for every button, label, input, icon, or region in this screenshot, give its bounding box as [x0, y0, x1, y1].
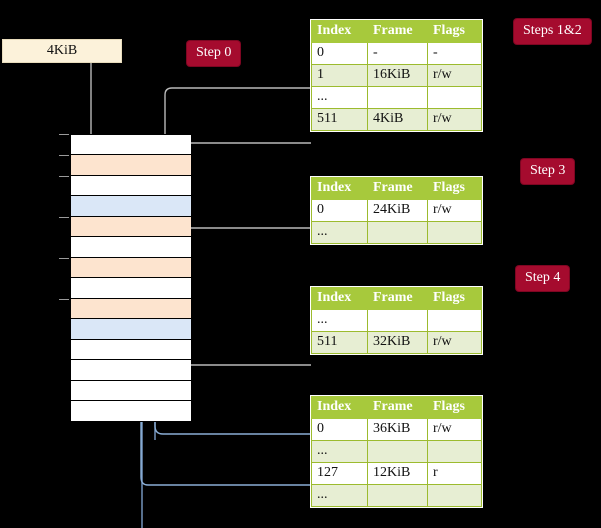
memory-frame-5	[71, 237, 191, 258]
cell-frame: 4KiB	[367, 108, 428, 131]
column-header-index: Index	[311, 287, 368, 310]
cell-frame: 36KiB	[367, 418, 428, 441]
table-row: 0--	[311, 42, 482, 65]
memory-frame-2	[71, 176, 191, 196]
cell-flags	[427, 86, 482, 109]
column-header-frame: Frame	[367, 396, 428, 419]
column-header-index: Index	[311, 396, 368, 419]
column-header-frame: Frame	[367, 20, 428, 43]
cell-frame: 32KiB	[367, 331, 428, 354]
memory-tick-5	[59, 299, 69, 300]
column-header-flags: Flags	[427, 177, 482, 200]
cell-index: ...	[311, 86, 368, 109]
badge-steps-1-2: Steps 1&2	[514, 19, 591, 44]
memory-frame-12	[71, 381, 191, 401]
column-header-index: Index	[311, 20, 368, 43]
memory-tick-4	[59, 258, 69, 259]
source-page-box: 4KiB	[2, 39, 122, 63]
memory-tick-0	[59, 134, 69, 135]
cell-flags	[427, 221, 482, 244]
cell-flags: r/w	[427, 64, 482, 87]
memory-frame-10	[71, 340, 191, 360]
cell-index: ...	[311, 221, 368, 244]
cell-flags: r/w	[427, 418, 482, 441]
cell-flags	[427, 440, 482, 463]
badge-step-4: Step 4	[516, 266, 570, 291]
cell-flags: r	[427, 462, 482, 485]
cell-index: ...	[311, 309, 368, 332]
cell-index: 511	[311, 331, 368, 354]
table-row: ...	[311, 221, 482, 244]
cell-flags	[427, 309, 482, 332]
table-row: ...	[311, 86, 482, 109]
cell-index: 127	[311, 462, 368, 485]
table-row: ...	[311, 309, 482, 332]
memory-frame-7	[71, 278, 191, 299]
column-header-flags: Flags	[427, 396, 482, 419]
memory-tick-1	[59, 155, 69, 156]
memory-frame-1	[71, 155, 191, 176]
memory-frame-8	[71, 299, 191, 319]
memory-tick-2	[59, 176, 69, 177]
cell-index: 1	[311, 64, 368, 87]
column-header-flags: Flags	[427, 287, 482, 310]
cell-index: 0	[311, 418, 368, 441]
badge-step-3: Step 3	[521, 159, 575, 184]
column-header-flags: Flags	[427, 20, 482, 43]
wire-table4-row127-to-memory	[140, 415, 311, 486]
memory-frame-6	[71, 258, 191, 278]
cell-frame: -	[367, 42, 428, 65]
memory-frame-11	[71, 360, 191, 381]
badge-step-0: Step 0	[187, 41, 241, 66]
cell-index: 0	[311, 199, 368, 222]
memory-frame-13	[71, 401, 191, 422]
column-header-index: Index	[311, 177, 368, 200]
cell-flags: r/w	[427, 199, 482, 222]
cell-index: ...	[311, 440, 368, 463]
cell-frame	[367, 484, 428, 507]
memory-tick-3	[59, 217, 69, 218]
cell-flags: r/w	[427, 108, 482, 131]
cell-flags: -	[427, 42, 482, 65]
column-header-frame: Frame	[367, 177, 428, 200]
cell-frame	[367, 440, 428, 463]
cell-frame: 16KiB	[367, 64, 428, 87]
memory-frame-3	[71, 196, 191, 217]
cell-index: 511	[311, 108, 368, 131]
cell-flags	[427, 484, 482, 507]
memory-frame-4	[71, 217, 191, 237]
table-row: ...	[311, 484, 482, 507]
cell-index: 0	[311, 42, 368, 65]
cell-frame	[367, 221, 428, 244]
physical-memory-column	[70, 134, 191, 422]
cell-frame: 24KiB	[367, 199, 428, 222]
cell-frame	[367, 309, 428, 332]
memory-frame-9	[71, 319, 191, 340]
cell-frame	[367, 86, 428, 109]
column-header-frame: Frame	[367, 287, 428, 310]
source-page-label: 4KiB	[46, 43, 78, 58]
cell-frame: 12KiB	[367, 462, 428, 485]
cell-flags: r/w	[427, 331, 482, 354]
cell-index: ...	[311, 484, 368, 507]
memory-frame-0	[71, 135, 191, 155]
table-row: ...	[311, 440, 482, 463]
